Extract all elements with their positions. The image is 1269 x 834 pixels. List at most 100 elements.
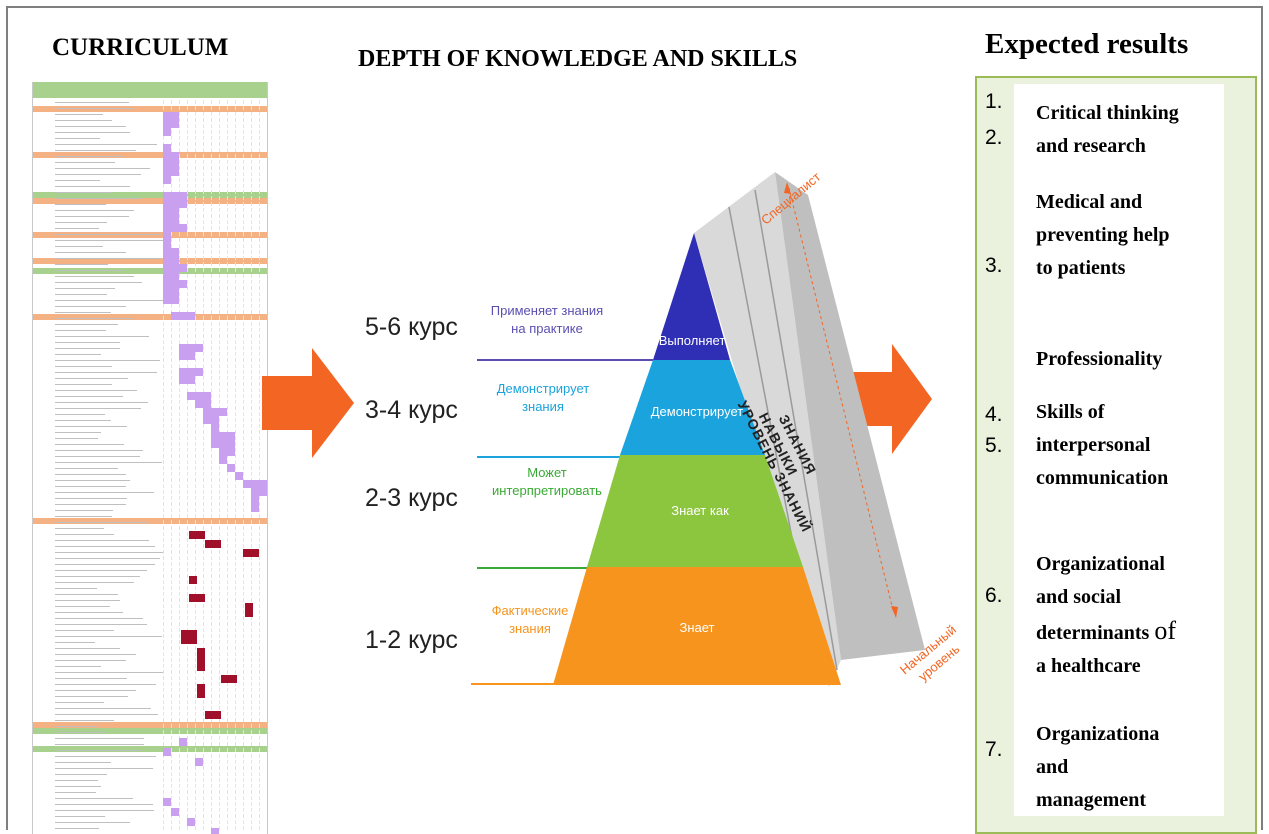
curriculum-row xyxy=(33,490,267,494)
arrow-right-icon xyxy=(262,348,354,458)
curriculum-bar xyxy=(163,296,179,304)
curriculum-row xyxy=(33,106,267,110)
curriculum-row xyxy=(33,232,267,236)
result-line: communication xyxy=(1036,467,1169,489)
curriculum-row xyxy=(33,400,267,404)
curriculum-bar xyxy=(187,818,195,826)
result-line: Professionality xyxy=(1036,348,1163,370)
curriculum-row xyxy=(33,610,267,614)
pyramid-level-2 xyxy=(620,360,765,455)
curriculum-row xyxy=(33,304,267,308)
curriculum-row xyxy=(33,652,267,656)
curriculum-bar xyxy=(197,684,205,698)
curriculum-row xyxy=(33,424,267,428)
curriculum-row xyxy=(33,742,267,746)
curriculum-row xyxy=(33,592,267,596)
curriculum-bar xyxy=(189,576,197,584)
curriculum-row xyxy=(33,250,267,254)
result-line: Organizational xyxy=(1036,553,1165,575)
curriculum-row xyxy=(33,826,267,830)
curriculum-row xyxy=(33,142,267,146)
curriculum-bar xyxy=(221,675,237,683)
curriculum-row xyxy=(33,676,267,680)
result-line: to patients xyxy=(1036,257,1126,279)
curriculum-bar xyxy=(171,312,195,320)
curriculum-row xyxy=(33,460,267,464)
curriculum-row xyxy=(33,178,267,182)
course-2-3: 2-3 курс xyxy=(365,484,458,512)
result-line: a healthcare xyxy=(1036,655,1141,677)
level-label-demonstrates: Демонстрирует xyxy=(650,404,744,419)
curriculum-bar xyxy=(163,798,171,806)
result-line: and research xyxy=(1036,135,1146,157)
curriculum-row xyxy=(33,808,267,812)
curriculum-title: CURRICULUM xyxy=(52,34,229,61)
curriculum-row xyxy=(33,112,267,116)
curriculum-row xyxy=(33,796,267,800)
curriculum-bar xyxy=(163,216,179,224)
curriculum-row xyxy=(33,700,267,704)
curriculum-row xyxy=(33,382,267,386)
curriculum-row xyxy=(33,694,267,698)
curriculum-row xyxy=(33,496,267,500)
curriculum-bar xyxy=(163,240,171,248)
curriculum-section-row xyxy=(33,746,267,752)
curriculum-bar xyxy=(163,192,187,200)
course-1-2: 1-2 курс xyxy=(365,626,458,654)
curriculum-row xyxy=(33,712,267,716)
result-number: 7. xyxy=(985,738,1003,761)
curriculum-row xyxy=(33,754,267,758)
curriculum-row xyxy=(33,166,267,170)
curriculum-bar xyxy=(243,549,259,557)
curriculum-section-row xyxy=(33,192,267,198)
curriculum-bar xyxy=(163,176,171,184)
curriculum-row xyxy=(33,370,267,374)
curriculum-row xyxy=(33,520,267,524)
curriculum-row xyxy=(33,292,267,296)
curriculum-row xyxy=(33,184,267,188)
curriculum-bar xyxy=(163,120,179,128)
curriculum-row xyxy=(33,562,267,566)
curriculum-bar xyxy=(163,248,179,256)
curriculum-bar xyxy=(195,758,203,766)
arrow-right-icon xyxy=(846,344,932,454)
curriculum-row xyxy=(33,628,267,632)
curriculum-row xyxy=(33,640,267,644)
course-5-6: 5-6 курс xyxy=(365,313,458,341)
curriculum-row xyxy=(33,286,267,290)
curriculum-row xyxy=(33,574,267,578)
curriculum-row xyxy=(33,118,267,122)
result-number: 6. xyxy=(985,584,1003,607)
curriculum-row xyxy=(33,688,267,692)
curriculum-bar xyxy=(179,344,203,352)
curriculum-section-row xyxy=(33,198,267,204)
curriculum-bar xyxy=(251,504,259,512)
level-label-knows: Знает xyxy=(679,620,715,635)
result-item-3: Professionality xyxy=(1036,343,1226,376)
curriculum-bar xyxy=(205,711,221,719)
curriculum-bar xyxy=(179,738,187,746)
curriculum-row xyxy=(33,196,267,200)
result-item-4: Skills of interpersonal communication xyxy=(1036,396,1226,495)
result-number: 3. xyxy=(985,254,1003,277)
result-text: determinants xyxy=(1036,622,1150,644)
curriculum-row xyxy=(33,568,267,572)
curriculum-bar xyxy=(219,456,227,464)
curriculum-bar xyxy=(171,808,179,816)
curriculum-bar xyxy=(197,657,205,671)
curriculum-row xyxy=(33,544,267,548)
curriculum-bar xyxy=(163,280,187,288)
curriculum-row xyxy=(33,538,267,542)
curriculum-row xyxy=(33,130,267,134)
result-item-2: Medical and preventing help to patients xyxy=(1036,186,1226,285)
curriculum-bar xyxy=(211,828,219,834)
curriculum-bar xyxy=(163,288,179,296)
course-3-4: 3-4 курс xyxy=(365,396,458,424)
curriculum-bar xyxy=(251,496,259,504)
curriculum-row xyxy=(33,340,267,344)
curriculum-section-row xyxy=(33,152,267,158)
curriculum-bar xyxy=(227,464,235,472)
curriculum-row xyxy=(33,724,267,728)
curriculum-row xyxy=(33,364,267,368)
curriculum-row xyxy=(33,190,267,194)
